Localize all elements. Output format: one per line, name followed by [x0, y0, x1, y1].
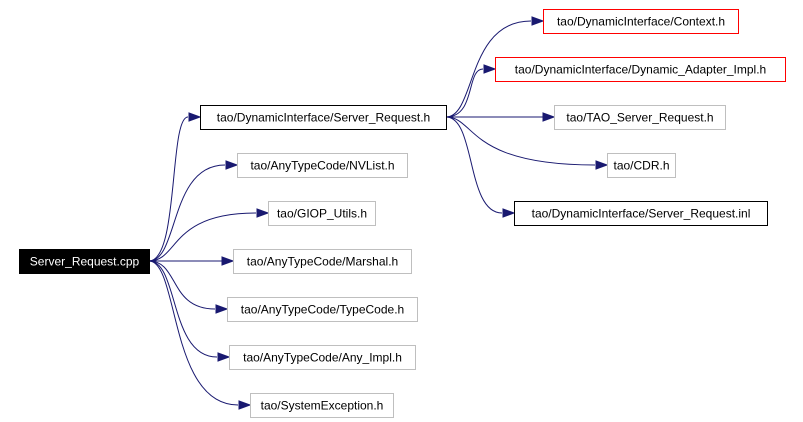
node-nvlist-h[interactable]: tao/AnyTypeCode/NVList.h: [237, 153, 408, 178]
node-marshal-h[interactable]: tao/AnyTypeCode/Marshal.h: [233, 249, 412, 274]
edge-line: [445, 20, 532, 118]
arrowhead-icon: [483, 64, 497, 74]
arrowhead-icon: [225, 160, 239, 170]
edge-line: [148, 260, 239, 406]
node-box: [200, 105, 447, 130]
node-tao-server-request-h[interactable]: tao/TAO_Server_Request.h: [554, 105, 726, 130]
node-systemexception-h[interactable]: tao/SystemException.h: [250, 393, 394, 418]
arrowhead-icon: [238, 400, 252, 410]
edge-line: [148, 164, 226, 262]
node-label: tao/AnyTypeCode/Marshal.h: [247, 255, 398, 269]
node-server-request-inl[interactable]: tao/DynamicInterface/Server_Request.inl: [514, 201, 768, 226]
node-label: tao/AnyTypeCode/NVList.h: [250, 159, 394, 173]
node-box: [554, 105, 726, 130]
node-any-impl-h[interactable]: tao/AnyTypeCode/Any_Impl.h: [229, 345, 416, 370]
edge-line: [148, 260, 218, 358]
node-box: [233, 249, 412, 274]
arrowhead-icon: [217, 352, 231, 362]
node-typecode-h[interactable]: tao/AnyTypeCode/TypeCode.h: [227, 297, 418, 322]
arrowhead-icon: [595, 160, 609, 170]
edge-root-to-typecode_h: [148, 260, 229, 314]
edges-layer: [148, 16, 609, 410]
node-label: Server_Request.cpp: [30, 255, 140, 269]
edge-root-to-any_impl_h: [148, 260, 231, 362]
edge-root-to-giop_utils_h: [148, 208, 270, 262]
node-box: [514, 201, 768, 226]
node-box: [495, 57, 786, 82]
node-cdr-h[interactable]: tao/CDR.h: [607, 153, 676, 178]
node-label: tao/SystemException.h: [261, 399, 384, 413]
arrowhead-icon: [221, 256, 235, 266]
edge-line: [148, 116, 189, 262]
edge-line: [148, 260, 216, 310]
node-label: tao/TAO_Server_Request.h: [566, 111, 713, 125]
arrowhead-icon: [215, 304, 229, 314]
edge-line: [445, 116, 503, 214]
node-label: tao/DynamicInterface/Context.h: [557, 15, 725, 29]
arrowhead-icon: [502, 208, 516, 218]
node-label: tao/CDR.h: [613, 159, 669, 173]
node-box: [19, 249, 150, 274]
node-context-h[interactable]: tao/DynamicInterface/Context.h: [543, 9, 739, 34]
edge-line: [445, 116, 596, 166]
arrowhead-icon: [542, 112, 556, 122]
edge-root-to-server_request_h: [148, 112, 202, 262]
edge-server_request_h-to-cdr_h: [445, 116, 609, 170]
arrowhead-icon: [256, 208, 270, 218]
node-box: [227, 297, 418, 322]
node-label: tao/DynamicInterface/Dynamic_Adapter_Imp…: [515, 63, 766, 77]
node-label: tao/AnyTypeCode/Any_Impl.h: [243, 351, 402, 365]
node-giop-utils-h[interactable]: tao/GIOP_Utils.h: [268, 201, 376, 226]
edge-root-to-systemexception_h: [148, 260, 252, 410]
node-label: tao/DynamicInterface/Server_Request.h: [217, 111, 430, 125]
node-box: [237, 153, 408, 178]
edge-root-to-marshal_h: [149, 256, 235, 266]
node-label: tao/AnyTypeCode/TypeCode.h: [241, 303, 404, 317]
node-box: [250, 393, 394, 418]
edge-server_request_h-to-context_h: [445, 16, 545, 118]
node-box: [229, 345, 416, 370]
node-server-request-h[interactable]: tao/DynamicInterface/Server_Request.h: [200, 105, 447, 130]
node-box: [607, 153, 676, 178]
arrowhead-icon: [188, 112, 202, 122]
edge-server_request_h-to-dynamic_adapter_impl_h: [445, 64, 497, 118]
node-label: tao/GIOP_Utils.h: [277, 207, 367, 221]
node-box: [543, 9, 739, 34]
node-box: [268, 201, 376, 226]
arrowhead-icon: [531, 16, 545, 26]
nodes-layer: Server_Request.cpp tao/DynamicInterface/S…: [19, 9, 786, 418]
edge-server_request_h-to-server_request_inl: [445, 116, 516, 218]
edge-line: [445, 68, 484, 118]
edge-line: [148, 212, 257, 262]
node-root[interactable]: Server_Request.cpp: [19, 249, 150, 274]
node-dynamic-adapter-impl-h[interactable]: tao/DynamicInterface/Dynamic_Adapter_Imp…: [495, 57, 786, 82]
edge-root-to-nvlist_h: [148, 160, 239, 262]
edge-server_request_h-to-tao_server_request_h: [446, 112, 556, 122]
node-label: tao/DynamicInterface/Server_Request.inl: [532, 207, 751, 221]
